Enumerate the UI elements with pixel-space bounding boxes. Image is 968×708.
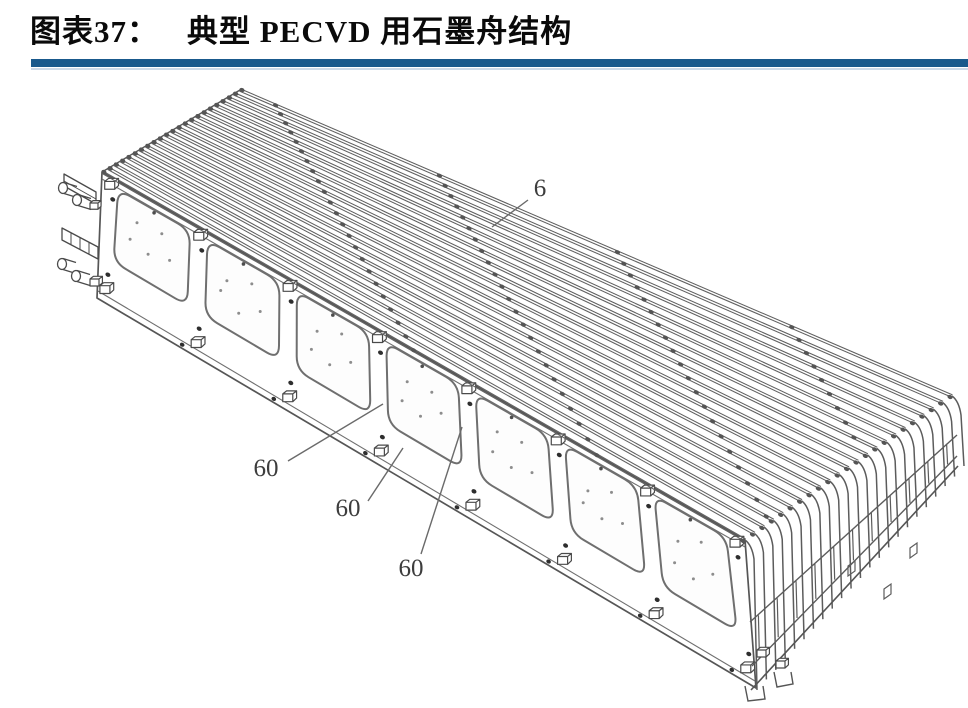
callouts: 6 60 60 60 (254, 175, 547, 582)
wafer-window (295, 295, 372, 411)
callout-leader-line (420, 426, 463, 555)
figure-title: 典型 PECVD 用石墨舟结构 (187, 14, 573, 49)
callout-60: 60 (336, 447, 404, 522)
wafer-window (654, 499, 737, 627)
wafer-window (204, 244, 281, 356)
wafer-window (113, 192, 191, 302)
wafer-window (564, 448, 646, 573)
title-divider-rule-shadow (31, 68, 968, 70)
figure-tag: 图表37： (30, 14, 159, 49)
callout-60: 60 (399, 426, 463, 582)
callout-60: 60 (254, 403, 384, 482)
panel-hardware (99, 177, 756, 674)
callout-label: 60 (254, 455, 279, 482)
callout-label: 60 (399, 555, 424, 582)
callout-leader-line (367, 447, 404, 502)
callout-leader-line (491, 199, 529, 228)
wafer-window (475, 397, 554, 519)
title-divider-rule (31, 59, 968, 67)
figure-header: 图表37： 典型 PECVD 用石墨舟结构 (30, 6, 960, 51)
callout-label: 60 (336, 495, 361, 522)
top-slats (101, 88, 953, 542)
wafer-window (385, 346, 463, 465)
callout-label: 6 (534, 175, 547, 202)
callout-leader-line (287, 403, 384, 462)
left-end-fittings (56, 173, 104, 287)
panel-windows (113, 192, 737, 627)
end-plate-curtain (744, 395, 965, 702)
callout-6: 6 (491, 175, 547, 228)
pin-bead-rows (101, 87, 953, 544)
